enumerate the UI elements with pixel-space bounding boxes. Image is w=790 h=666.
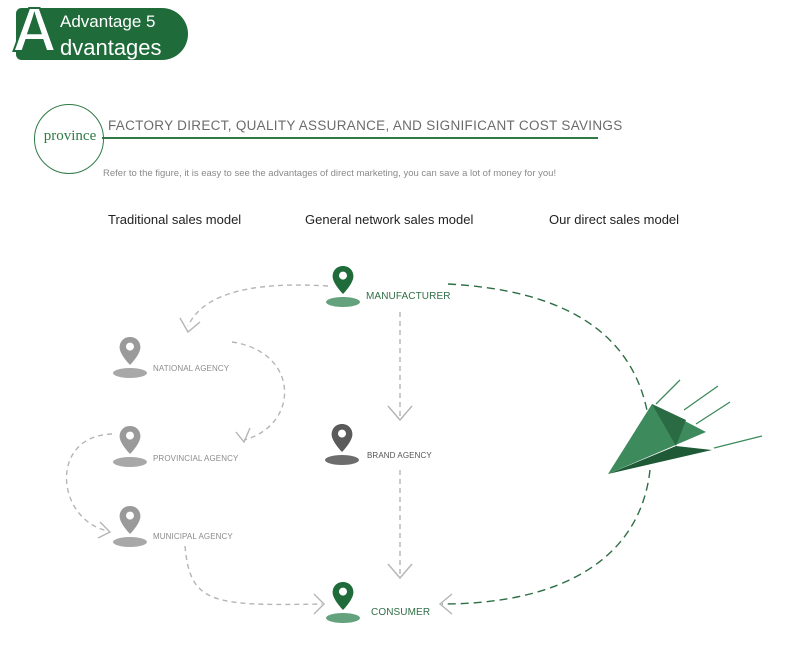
node-manufacturer: MANUFACTURER [366,291,451,302]
badge-line2: dvantages [60,35,162,60]
traditional-path [65,284,329,606]
column-traditional: Traditional sales model [108,212,242,227]
badge-line1: Advantage 5 [60,12,156,31]
network-path [387,312,413,580]
map-pin-icon-manufacturer [326,266,360,307]
map-pin-icon-national [113,337,147,378]
headline-underline [102,137,598,139]
node-municipal-agency: MUNICIPAL AGENCY [153,532,233,541]
direct-path [441,283,651,605]
traditional-arrowheads [97,317,325,615]
direct-arrowhead [438,593,453,615]
section-headline: FACTORY DIRECT, QUALITY ASSURANCE, AND S… [108,118,623,133]
section-circle [34,104,104,174]
map-pin-icon-provincial [113,426,147,467]
paper-plane-icon [608,379,763,474]
badge-background [16,8,188,60]
section-subline: Refer to the figure, it is easy to see t… [103,168,557,179]
column-network: General network sales model [305,212,474,227]
node-consumer: CONSUMER [371,607,431,618]
node-national-agency: NATIONAL AGENCY [153,364,230,373]
advantage-badge: A Advantage 5 dvantages [10,0,192,65]
column-direct: Our direct sales model [549,212,680,227]
map-pin-icon-consumer [326,582,360,623]
map-pin-icon-municipal [113,506,147,547]
badge-letter: A [11,0,58,65]
node-provincial-agency: PROVINCIAL AGENCY [153,454,239,463]
map-pin-icon-brand [325,424,359,465]
section-circle-text: province [43,128,97,144]
node-brand-agency: BRAND AGENCY [367,451,432,460]
